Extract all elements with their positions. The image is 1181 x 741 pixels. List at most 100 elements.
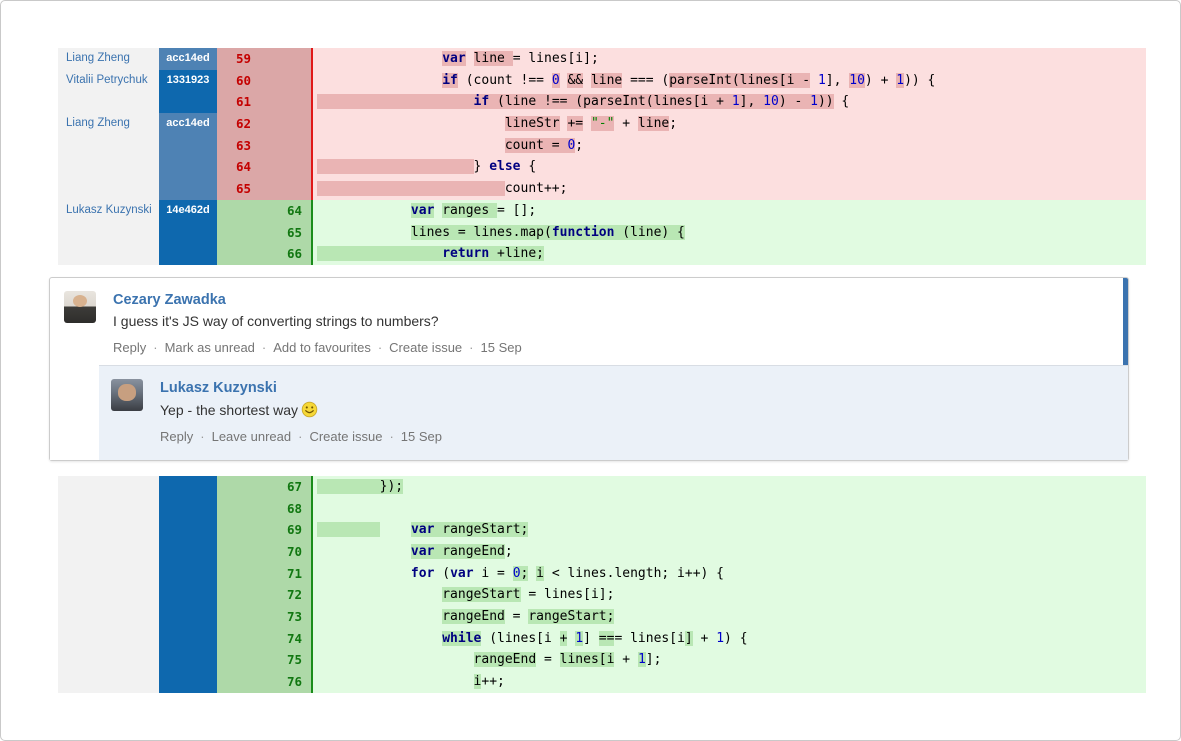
commit-hash <box>159 671 217 693</box>
comment-action-reply[interactable]: Reply <box>113 339 147 355</box>
new-line-number[interactable]: 75 <box>259 649 311 672</box>
old-line-number <box>217 519 259 541</box>
code-line: var line = lines[i]; <box>313 48 1146 70</box>
commit-hash[interactable]: 14e462d <box>159 199 217 222</box>
comment-action-create-issue[interactable]: Create issue <box>309 428 383 444</box>
blame-author-cell <box>58 156 159 179</box>
old-line-number <box>217 671 259 693</box>
comment-action-create-issue[interactable]: Create issue <box>389 339 463 355</box>
author-link[interactable]: Liang Zheng <box>66 117 130 130</box>
commit-hash <box>159 91 217 114</box>
comment-action-add-to-favourites[interactable]: Add to favourites <box>273 339 371 355</box>
new-line-number[interactable]: 64 <box>259 199 311 222</box>
new-line-number <box>259 69 311 92</box>
diff-divider <box>311 156 313 179</box>
commit-hash <box>159 243 217 265</box>
diff-divider <box>311 69 313 92</box>
old-line-number[interactable]: 65 <box>217 178 259 200</box>
blame-author-cell: Lukasz Kuzynski <box>58 199 159 222</box>
comment-action-leave-unread[interactable]: Leave unread <box>211 428 292 444</box>
new-line-number[interactable]: 67 <box>259 475 311 498</box>
diff-divider <box>311 497 313 520</box>
comment-highlight-bar <box>1123 277 1128 365</box>
comment-body-text: Yep - the shortest way <box>160 401 299 418</box>
diff-row: 67 }); <box>58 475 1146 498</box>
commit-hash <box>159 649 217 672</box>
author-link[interactable]: Vitalii Petrychuk <box>66 73 148 86</box>
blame-author-cell <box>58 671 159 693</box>
new-line-number <box>259 134 311 157</box>
old-line-number[interactable]: 60 <box>217 69 259 92</box>
old-line-number <box>217 475 259 498</box>
separator-dot: · <box>153 339 158 355</box>
new-line-number[interactable]: 72 <box>259 584 311 606</box>
comment-author-link[interactable]: Lukasz Kuzynski <box>160 379 277 396</box>
commit-hash <box>159 584 217 606</box>
comment-author-link[interactable]: Cezary Zawadka <box>113 291 226 308</box>
diff-row: 66 return +line; <box>58 243 1146 265</box>
diff-divider <box>311 519 313 541</box>
comment-body: Yep - the shortest way <box>160 401 1114 418</box>
code-line: }); <box>313 475 1146 498</box>
code-line: } else { <box>313 156 1146 179</box>
code-line: lines = lines.map(function (line) { <box>313 221 1146 244</box>
commit-hash <box>159 540 217 563</box>
diff-row: 63 count = 0; <box>58 134 1146 157</box>
commit-hash <box>159 475 217 498</box>
old-line-number <box>217 562 259 585</box>
new-line-number[interactable]: 73 <box>259 606 311 628</box>
code-line: lineStr += "-" + line; <box>313 113 1146 135</box>
new-line-number[interactable]: 66 <box>259 243 311 265</box>
separator-dot: · <box>261 339 267 355</box>
new-line-number[interactable]: 76 <box>259 671 311 693</box>
new-line-number <box>259 48 311 70</box>
old-line-number[interactable]: 62 <box>217 113 259 135</box>
separator-dot: · <box>389 428 394 444</box>
diff-divider <box>311 606 313 628</box>
new-line-number[interactable]: 74 <box>259 627 311 650</box>
blame-author-cell <box>58 562 159 585</box>
code-line: if (line !== (parseInt(lines[i + 1], 10)… <box>313 91 1146 114</box>
comment-action-reply[interactable]: Reply <box>160 428 194 444</box>
new-line-number[interactable]: 68 <box>259 497 311 520</box>
commit-hash <box>159 156 217 179</box>
blame-author-cell <box>58 497 159 520</box>
old-line-number[interactable]: 63 <box>217 134 259 157</box>
comment-content: Lukasz Kuzynski Yep - the shortest way R… <box>160 379 1114 444</box>
commit-hash <box>159 221 217 244</box>
code-line: var ranges = []; <box>313 199 1146 222</box>
commit-hash <box>159 519 217 541</box>
author-link[interactable]: Liang Zheng <box>66 52 130 64</box>
comment-content: Cezary Zawadka I guess it's JS way of co… <box>113 291 1108 355</box>
diff-divider <box>311 540 313 563</box>
code-line: if (count !== 0 && line === (parseInt(li… <box>313 69 1146 92</box>
new-line-number[interactable]: 70 <box>259 540 311 563</box>
old-line-number[interactable]: 59 <box>217 48 259 70</box>
blame-author-cell <box>58 540 159 563</box>
author-link[interactable]: Lukasz Kuzynski <box>66 203 152 216</box>
old-line-number[interactable]: 64 <box>217 156 259 179</box>
code-line: var rangeEnd; <box>313 540 1146 563</box>
blame-author-cell <box>58 91 159 114</box>
blame-author-cell <box>58 519 159 541</box>
old-line-number[interactable]: 61 <box>217 91 259 114</box>
commit-hash[interactable]: 1331923 <box>159 69 217 92</box>
old-line-number <box>217 243 259 265</box>
comment-action-mark-as-unread[interactable]: Mark as unread <box>164 339 255 355</box>
new-line-number[interactable]: 71 <box>259 562 311 585</box>
commit-hash[interactable]: acc14ed <box>159 48 217 70</box>
new-line-number[interactable]: 65 <box>259 221 311 244</box>
code-line: count++; <box>313 178 1146 200</box>
old-line-number <box>217 199 259 222</box>
diff-row: 70 var rangeEnd; <box>58 540 1146 563</box>
blame-author-cell <box>58 606 159 628</box>
blame-author-cell <box>58 243 159 265</box>
new-line-number[interactable]: 69 <box>259 519 311 541</box>
diff-row: 74 while (lines[i + 1] === lines[i] + 1)… <box>58 627 1146 650</box>
diff-divider <box>311 134 313 157</box>
blame-author-cell <box>58 627 159 650</box>
commit-hash[interactable]: acc14ed <box>159 113 217 135</box>
